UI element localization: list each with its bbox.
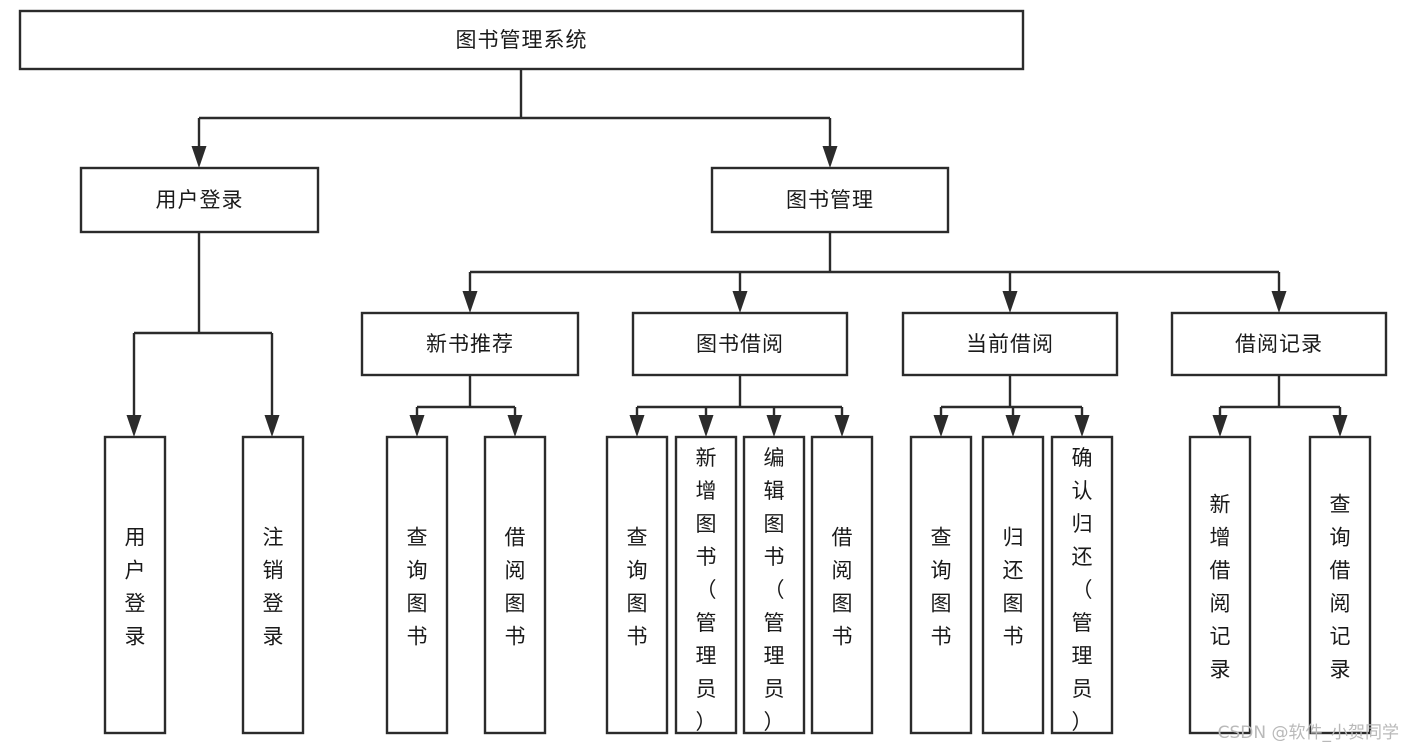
node-box[interactable] [909, 435, 973, 735]
node-leaf-add-book[interactable]: 新增图书（管理员） [674, 435, 738, 735]
arrow-head-icon [822, 146, 838, 168]
node-label: 图书管理 [786, 188, 874, 212]
node-leaf-query-book-2[interactable]: 查询图书 [605, 435, 669, 735]
node-label: 查询图书 [931, 526, 952, 649]
node-book-manage[interactable]: 图书管理 [710, 166, 950, 234]
node-label: 归还图书 [1003, 526, 1024, 649]
node-label: 借阅记录 [1235, 332, 1323, 356]
node-box[interactable] [605, 435, 669, 735]
node-label: 用户登录 [156, 188, 244, 212]
node-box[interactable] [674, 435, 738, 735]
node-label: 编辑图书（管理员） [764, 446, 785, 734]
node-label: 新书推荐 [426, 332, 514, 356]
node-leaf-return-book[interactable]: 归还图书 [981, 435, 1045, 735]
node-box[interactable] [1308, 435, 1372, 735]
arrow-head-icon [507, 415, 523, 437]
arrow-head-icon [1332, 415, 1348, 437]
arrow-head-icon [629, 415, 645, 437]
node-leaf-query-book-3[interactable]: 查询图书 [909, 435, 973, 735]
arrow-head-icon [1005, 415, 1021, 437]
node-label: 新增图书（管理员） [696, 446, 717, 734]
arrow-head-icon [732, 291, 748, 313]
connector-current-borrow-to-leaves [933, 375, 1090, 437]
node-box[interactable] [810, 435, 874, 735]
node-box[interactable] [385, 435, 449, 735]
node-leaf-user-logout[interactable]: 注销登录 [241, 435, 305, 735]
node-box[interactable] [241, 435, 305, 735]
connector-borrow-record-to-leaves [1212, 375, 1348, 437]
arrow-head-icon [766, 415, 782, 437]
node-new-book-recommend[interactable]: 新书推荐 [360, 311, 580, 377]
node-box[interactable] [901, 311, 1119, 377]
arrow-head-icon [462, 291, 478, 313]
node-borrow-record[interactable]: 借阅记录 [1170, 311, 1388, 377]
node-label: 借阅图书 [505, 526, 526, 649]
arrow-head-icon [191, 146, 207, 168]
node-box[interactable] [79, 166, 320, 234]
node-box[interactable] [18, 9, 1025, 71]
node-leaf-query-book-1[interactable]: 查询图书 [385, 435, 449, 735]
node-box[interactable] [631, 311, 849, 377]
arrow-head-icon [1212, 415, 1228, 437]
node-label: 查询图书 [407, 526, 428, 649]
node-label: 确认归还（管理员） [1072, 446, 1093, 734]
node-layer: 图书管理系统用户登录图书管理新书推荐图书借阅当前借阅借阅记录用户登录注销登录查询… [18, 9, 1388, 735]
node-leaf-borrow-book-2[interactable]: 借阅图书 [810, 435, 874, 735]
connector-user-login-to-leaves [126, 232, 280, 437]
node-box[interactable] [1050, 435, 1114, 735]
node-leaf-add-record[interactable]: 新增借阅记录 [1188, 435, 1252, 735]
connector-book-borrow-to-leaves [629, 375, 850, 437]
arrow-head-icon [409, 415, 425, 437]
arrow-head-icon [698, 415, 714, 437]
node-box[interactable] [981, 435, 1045, 735]
arrow-head-icon [126, 415, 142, 437]
arrow-head-icon [933, 415, 949, 437]
node-label: 查询借阅记录 [1330, 493, 1351, 682]
node-leaf-borrow-book-1[interactable]: 借阅图书 [483, 435, 547, 735]
arrow-head-icon [834, 415, 850, 437]
node-label: 图书借阅 [696, 332, 784, 356]
node-box[interactable] [483, 435, 547, 735]
connector-new-book-recommend-to-leaves [409, 375, 523, 437]
node-label: 图书管理系统 [456, 28, 588, 52]
connector-book-manage-to-level3 [462, 232, 1287, 313]
node-user-login[interactable]: 用户登录 [79, 166, 320, 234]
node-leaf-confirm-return[interactable]: 确认归还（管理员） [1050, 435, 1114, 735]
node-label: 用户登录 [125, 526, 146, 649]
node-leaf-user-login[interactable]: 用户登录 [103, 435, 167, 735]
connector-root-to-level2 [191, 69, 838, 168]
node-leaf-query-record[interactable]: 查询借阅记录 [1308, 435, 1372, 735]
arrow-head-icon [1074, 415, 1090, 437]
node-label: 查询图书 [627, 526, 648, 649]
node-current-borrow[interactable]: 当前借阅 [901, 311, 1119, 377]
node-root-图书管理系统[interactable]: 图书管理系统 [18, 9, 1025, 71]
node-box[interactable] [103, 435, 167, 735]
node-box[interactable] [1188, 435, 1252, 735]
node-book-borrow[interactable]: 图书借阅 [631, 311, 849, 377]
arrow-head-icon [1271, 291, 1287, 313]
arrow-head-icon [264, 415, 280, 437]
node-label: 借阅图书 [832, 526, 853, 649]
node-label: 当前借阅 [966, 332, 1054, 356]
node-leaf-edit-book[interactable]: 编辑图书（管理员） [742, 435, 806, 735]
node-label: 注销登录 [263, 526, 284, 649]
node-label: 新增借阅记录 [1210, 493, 1231, 682]
node-box[interactable] [1170, 311, 1388, 377]
node-box[interactable] [742, 435, 806, 735]
node-box[interactable] [360, 311, 580, 377]
node-box[interactable] [710, 166, 950, 234]
connector-layer [126, 69, 1348, 437]
arrow-head-icon [1002, 291, 1018, 313]
